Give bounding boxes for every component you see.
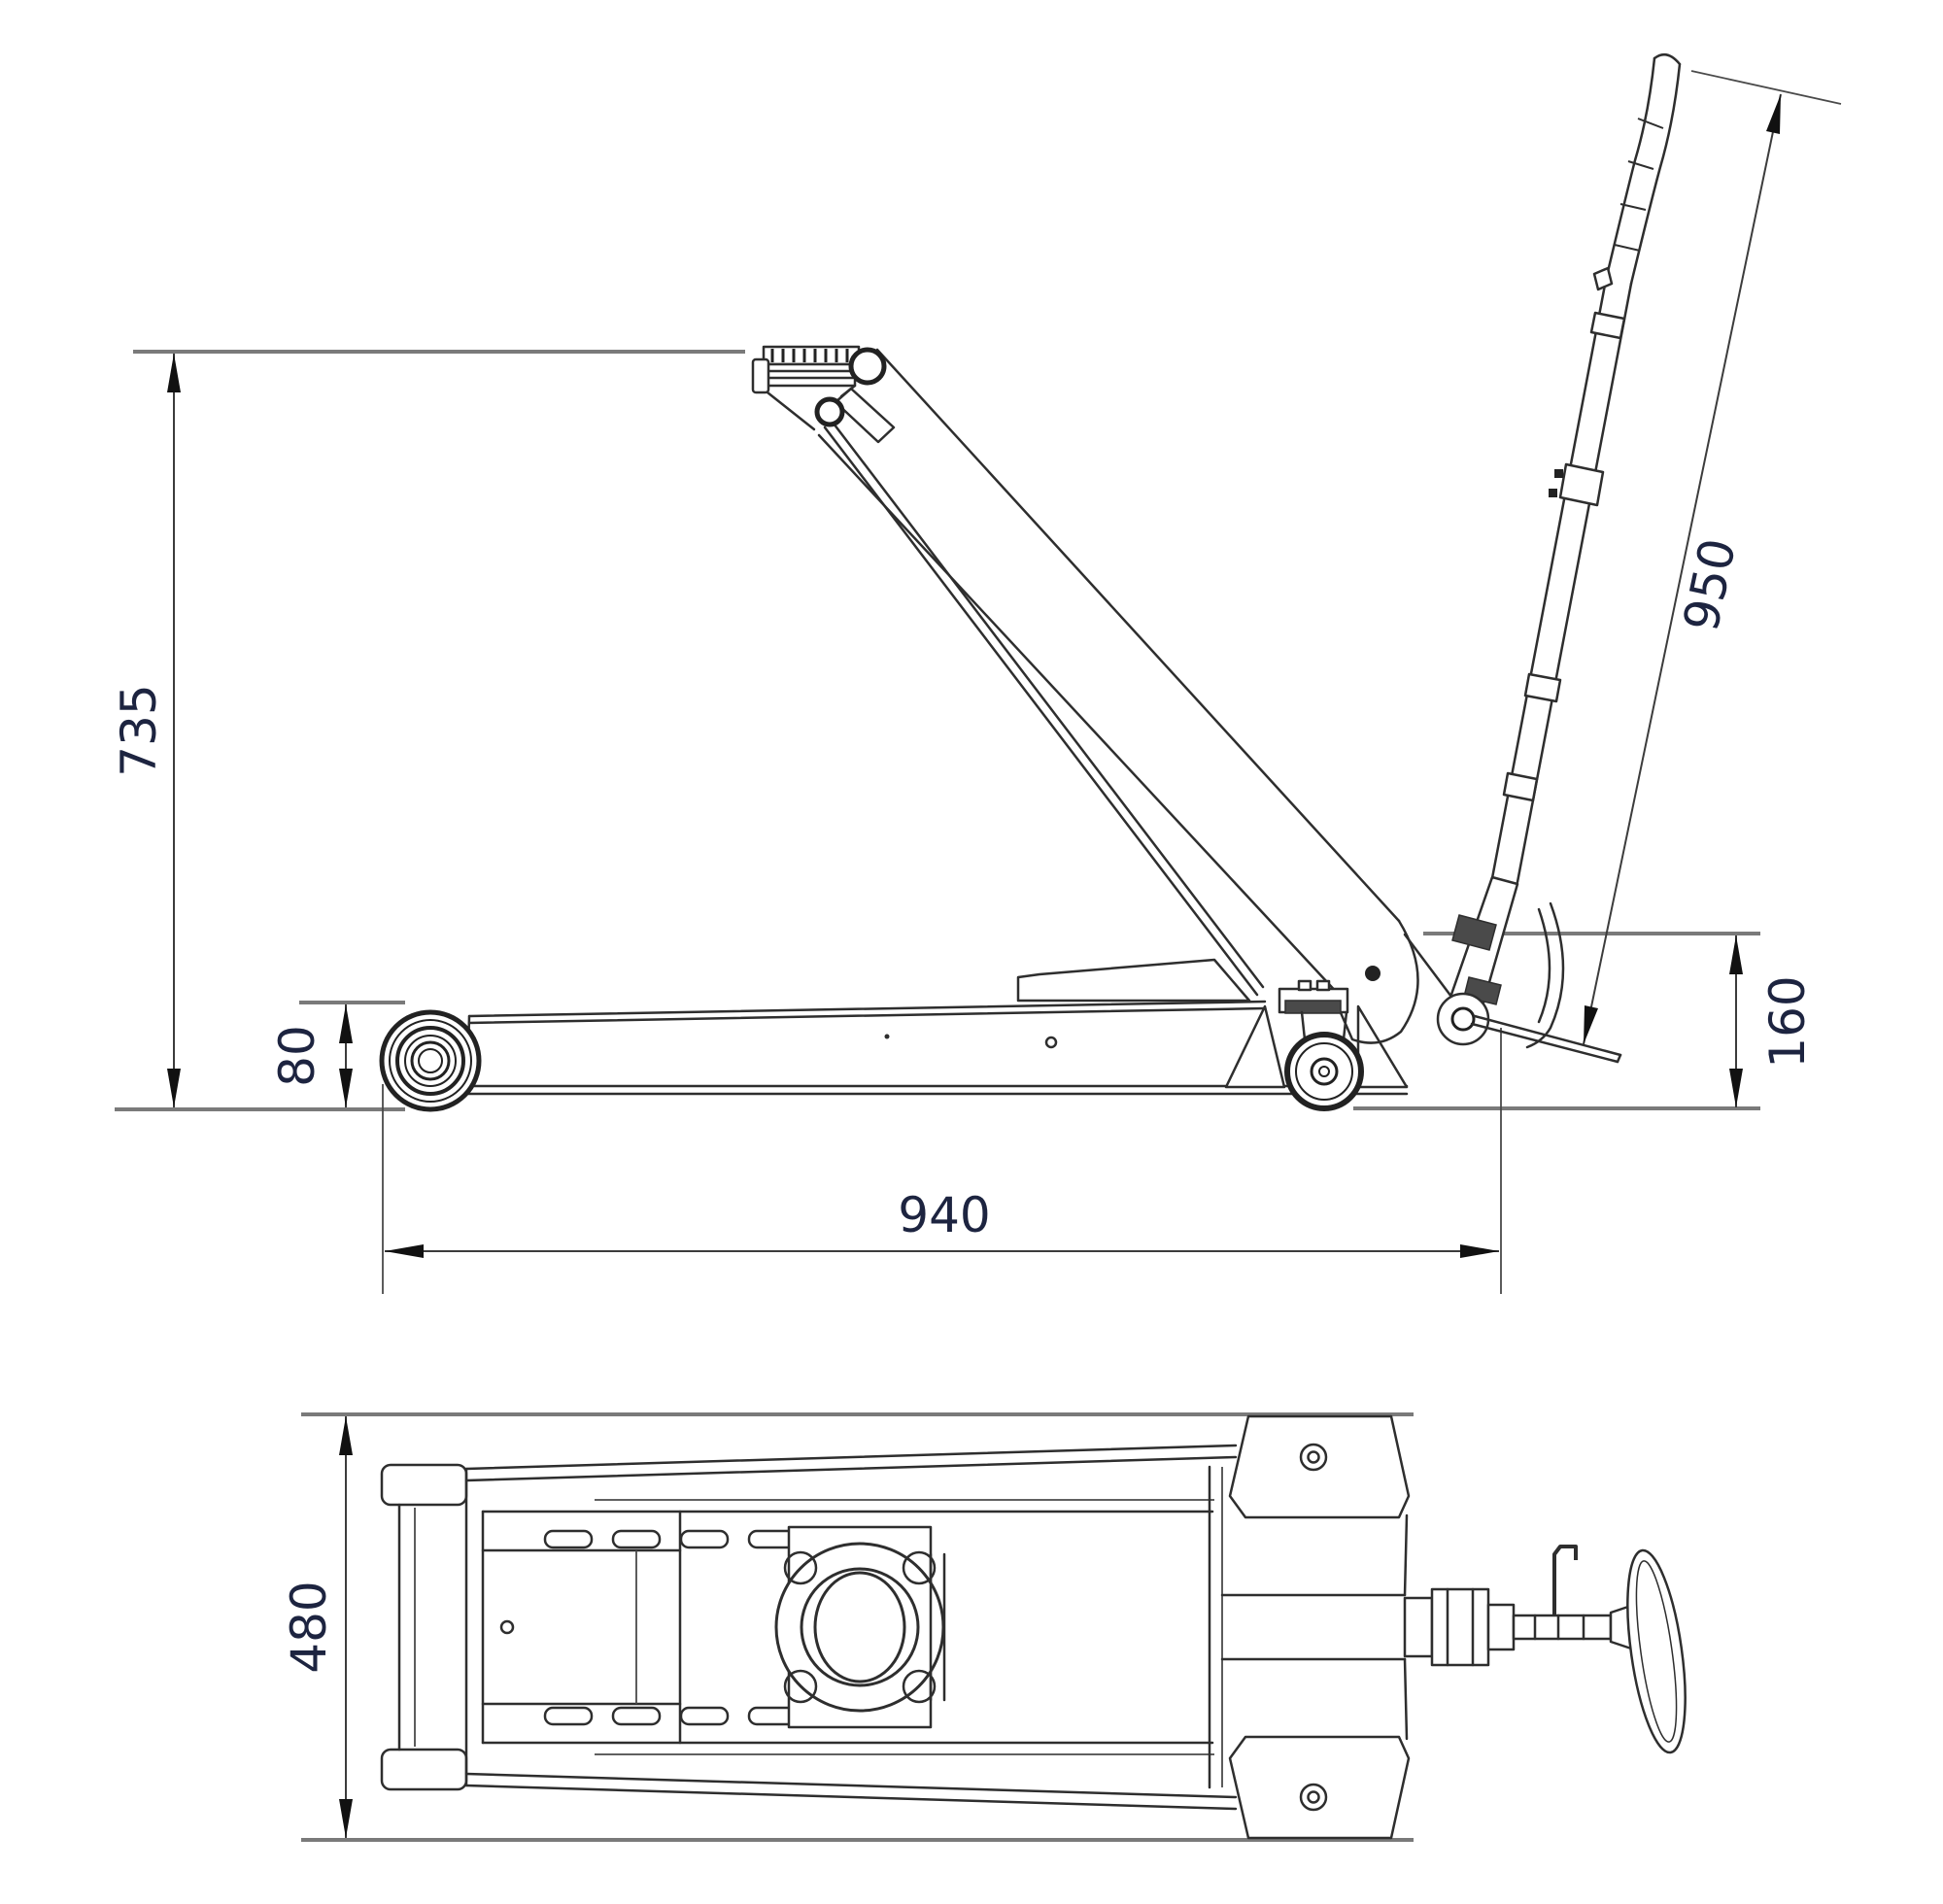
release-pin	[1552, 1545, 1578, 1615]
side-view	[379, 52, 1682, 1112]
dim-label-frame-length: 940	[898, 1187, 990, 1243]
slotted-plate	[543, 1529, 798, 1726]
saddle	[751, 345, 896, 444]
caster-mount-top	[1228, 1414, 1411, 1519]
chassis	[458, 958, 1409, 1096]
dim-label-max-height: 735	[111, 684, 167, 776]
dim-label-min-height: 80	[269, 1025, 325, 1087]
dimension-lines	[167, 70, 1842, 1838]
handle	[1490, 52, 1682, 884]
t-grip	[1626, 1548, 1687, 1754]
dim-label-overall-width: 480	[281, 1581, 337, 1673]
plan-view	[380, 1414, 1687, 1840]
saddle-plan	[774, 1525, 946, 1729]
lift-arm	[817, 348, 1465, 1044]
dim-label-handle-length: 950	[1673, 533, 1748, 635]
construction-lines	[115, 350, 1760, 1842]
rear-block-top	[380, 1463, 468, 1507]
rear-panel	[481, 1510, 682, 1745]
handle-socket	[1436, 875, 1622, 1064]
caster-mount-bottom	[1228, 1735, 1411, 1840]
front-section	[1220, 1414, 1411, 1840]
caster-wheel	[1278, 979, 1364, 1111]
handle-plan	[1403, 1545, 1687, 1754]
rear-block-bottom	[380, 1748, 468, 1791]
dim-label-front-height: 160	[1759, 975, 1816, 1068]
frame-rails	[464, 1444, 1238, 1811]
dimension-labels: 735 80 940 950 160 480	[111, 533, 1816, 1673]
rear-wheel	[379, 1009, 482, 1112]
